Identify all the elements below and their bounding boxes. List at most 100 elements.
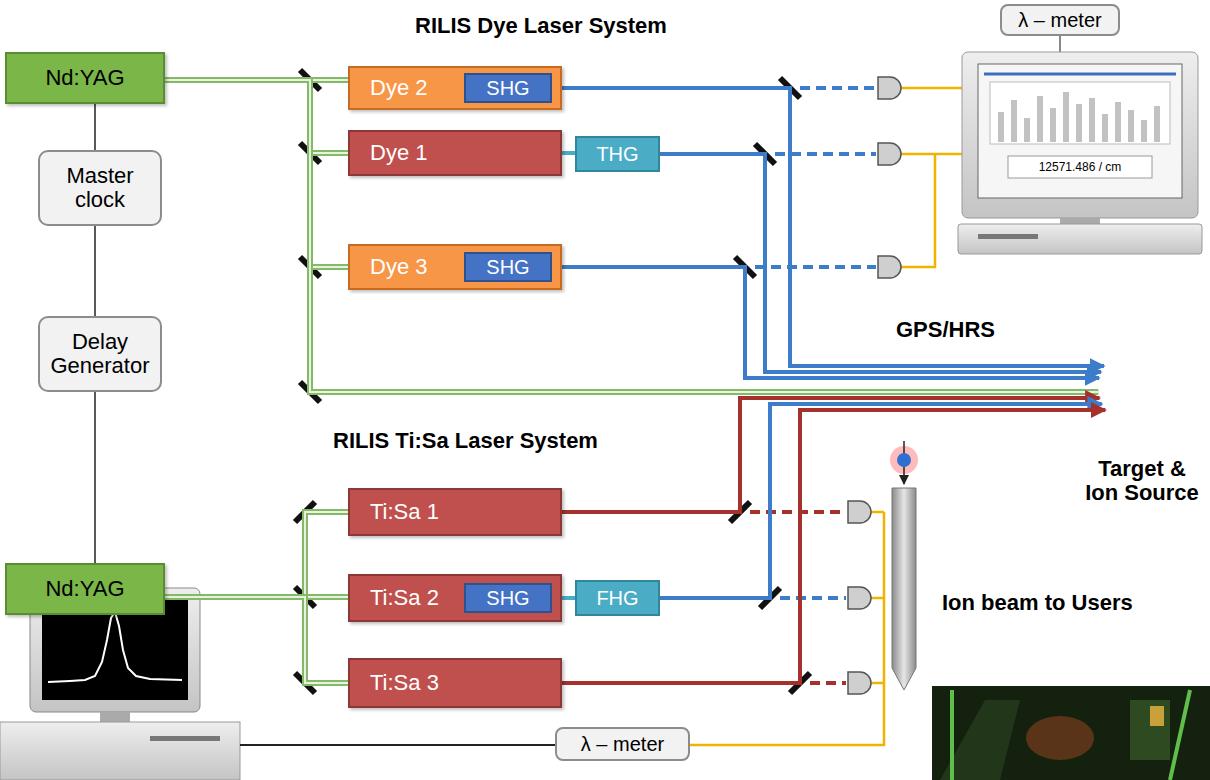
control-line-stroke: [94, 226, 96, 316]
clock-box: Master clock: [38, 150, 162, 226]
node-label: FHG: [596, 587, 638, 609]
pump-beam-stroke: [165, 80, 348, 153]
cable: [240, 744, 555, 746]
node-label: SHG: [486, 587, 529, 609]
harmonic-link-stroke: [562, 151, 575, 155]
section-heading: RILIS Dye Laser System: [415, 13, 667, 39]
laser-beam-stroke: [562, 398, 1100, 512]
spectrum-bars: [998, 92, 1160, 142]
spectrum-bar: [998, 112, 1004, 142]
pump-beam-stroke: [165, 597, 348, 683]
pump-laser-box: Nd:YAG: [5, 52, 165, 104]
signal-wire: [901, 87, 965, 90]
computer-base: [958, 224, 1202, 254]
pump-beam-stroke: [165, 597, 348, 683]
pump-beam-stroke: [165, 80, 348, 267]
harmonic-link-stroke: [562, 596, 575, 600]
photo-detail: [1026, 716, 1094, 760]
pump-beam-stroke: [165, 512, 348, 597]
delay-box: Delay Generator: [38, 316, 162, 392]
node-label: Ti:Sa 1: [370, 500, 439, 524]
monitor-screen: [978, 64, 1182, 198]
signal-wire: [901, 153, 965, 156]
harmonic-box: THG: [575, 136, 660, 172]
target-outline: [1080, 345, 1204, 435]
tisa-laser-box: Ti:Sa 2 SHG: [348, 574, 562, 622]
beam-destination: Ion beam to Users: [942, 590, 1133, 616]
photodiode: [848, 501, 871, 523]
spectrum-bar: [1141, 120, 1147, 142]
node-label: Nd:YAG: [45, 577, 124, 601]
photodiode: [878, 256, 901, 278]
ion: [897, 453, 911, 467]
laser-beam: [562, 267, 1099, 378]
pump-beam: [165, 80, 348, 153]
signal-wire: [871, 682, 884, 685]
monitor-stand: [1060, 218, 1100, 224]
node-label: λ – meter: [1018, 9, 1101, 31]
harmonic-box: SHG: [464, 73, 552, 103]
target-circle: [1098, 347, 1178, 427]
node-label: THG: [596, 143, 638, 165]
node-label: Dye 2: [370, 76, 427, 100]
laser-beam: [562, 398, 1100, 512]
laser-beam: [660, 404, 1102, 598]
spectrum-plot: [990, 82, 1170, 144]
beam-line-tube: [892, 488, 916, 690]
node-label: Ti:Sa 2: [370, 586, 439, 610]
leak-beam: [780, 596, 846, 600]
pump-beam: [165, 512, 348, 597]
node-label: Target & Ion Source: [1080, 457, 1204, 505]
spectrum-bar: [1024, 118, 1030, 142]
leak-beam: [810, 681, 846, 685]
cable: [1059, 36, 1061, 52]
pump-beam: [165, 80, 348, 267]
harmonic-link: [562, 598, 575, 599]
harmonic-box: FHG: [575, 580, 660, 616]
spectrum-bar: [1011, 100, 1017, 142]
laser-beam: [562, 410, 1105, 683]
pump-beam-stroke: [165, 80, 348, 267]
photo-detail: [1150, 706, 1164, 726]
spectrum-bar: [1128, 110, 1134, 142]
photodiode: [878, 143, 901, 165]
laser-beam-stroke: [562, 88, 1104, 366]
spectrum-bar: [1037, 96, 1043, 142]
control-line-stroke: [94, 104, 96, 150]
scan-peak: [48, 612, 182, 682]
harmonic-link: [562, 153, 575, 154]
dye-laser-box: Dye 1: [348, 130, 562, 176]
spectrum-bar: [1102, 114, 1108, 142]
pump-beam-stroke: [165, 80, 1098, 392]
signal-wire: [690, 512, 884, 745]
photodiode: [848, 587, 871, 609]
wavenumber-readout: 12571.486 / cm: [1009, 157, 1151, 177]
pump-beam: [165, 80, 1098, 392]
photodiode: [848, 672, 871, 694]
leak-beam: [800, 86, 876, 90]
screen-bar: [984, 73, 1176, 76]
computer-base: [0, 722, 240, 780]
pump-beam: [165, 597, 348, 683]
laser-beam: [562, 88, 1104, 366]
control-line: [95, 226, 96, 316]
signal-wire: [901, 154, 935, 267]
laser-beam-stroke: [660, 404, 1102, 598]
drive-slot: [150, 736, 220, 741]
harmonic-box: SHG: [464, 583, 552, 613]
node-label: Ti:Sa 3: [370, 671, 439, 695]
lab-photo: [932, 686, 1210, 780]
node-label: Delay Generator: [48, 330, 152, 378]
spectrum-bar: [1089, 98, 1095, 142]
laser-beam-stroke: [562, 267, 1099, 378]
dye-laser-box: Dye 3SHG: [348, 244, 562, 290]
pump-beam-stroke: [165, 80, 1098, 392]
wavemeter-box: λ – meter: [555, 727, 690, 761]
photo-detail: [1130, 700, 1170, 760]
separator-magnet: GPS/HRS: [878, 318, 1013, 443]
node-label: GPS/HRS: [896, 318, 995, 342]
magnet-shape: [882, 346, 1008, 440]
target-ion-source: Target & Ion Source: [1080, 345, 1204, 535]
laser-beam-stroke: [660, 154, 1101, 372]
